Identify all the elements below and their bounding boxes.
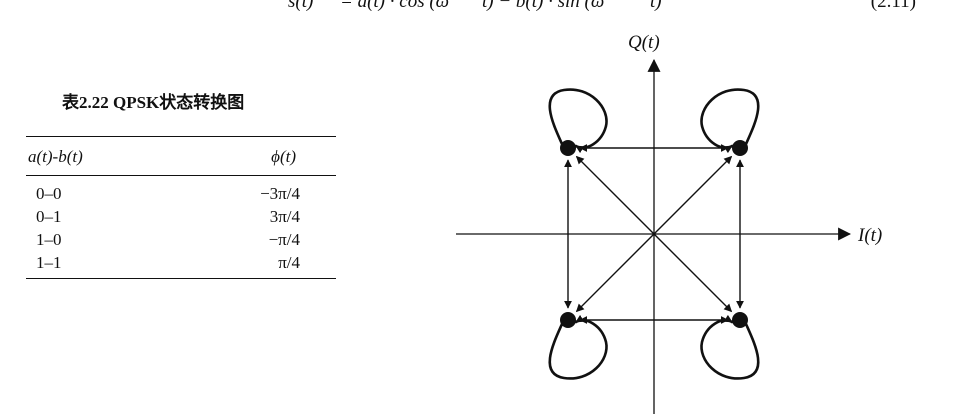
self-loop-arrow (700, 88, 760, 154)
self-loop-group (700, 314, 760, 380)
constellation-point (560, 140, 576, 156)
table-cell-phase: 3π/4 (269, 207, 300, 226)
constellation-point (560, 312, 576, 328)
self-loop-group (548, 88, 608, 154)
constellation-point (732, 312, 748, 328)
equation-line-cropped: s(t) = a(t) · cos (ω t) − b(t) · sin (ω … (0, 0, 961, 11)
table-cell-bits: 1–0 (36, 230, 62, 249)
table-row: 1–1 π/4 (26, 251, 336, 274)
table-cell-phase: −3π/4 (260, 184, 300, 203)
constellation-point (732, 140, 748, 156)
equation-fragment: s(t) (288, 0, 314, 11)
equation-number: (2.11) (870, 0, 916, 11)
self-loop-group (700, 88, 760, 154)
table-cell-bits: 0–0 (36, 184, 62, 203)
self-loop-arrow (700, 314, 760, 380)
table-cell-phase: π/4 (278, 253, 300, 272)
table-row: 1–0 −π/4 (26, 228, 336, 251)
equation-fragment: t) − b(t) · sin (ω (482, 0, 605, 11)
table-header-row: a(t)-b(t) ϕ(t) (26, 137, 336, 175)
self-loop-group (548, 314, 608, 380)
i-axis-label: I(t) (857, 225, 882, 246)
table-title: 表2.22 QPSK状态转换图 (62, 93, 245, 112)
q-axis-label: Q(t) (628, 32, 660, 53)
self-loop-arrow (548, 88, 608, 154)
table-row: 0–0 −3π/4 (26, 182, 336, 205)
transition-arrow (575, 155, 733, 313)
table-row: 0–1 3π/4 (26, 205, 336, 228)
table-body: 0–0 −3π/4 0–1 3π/4 1–0 −π/4 1–1 π/4 (26, 176, 336, 278)
header-bits: a(t)-b(t) (28, 147, 83, 166)
equation-fragment: = a(t) · cos (ω (340, 0, 450, 11)
table-header-rule (26, 175, 336, 176)
equation-fragment: t) (650, 0, 662, 11)
self-loop-arrow (548, 314, 608, 380)
table-cell-bits: 0–1 (36, 207, 62, 226)
qpsk-transition-diagram: Q(t) I(t) (456, 32, 882, 414)
phase-table: a(t)-b(t) ϕ(t) 0–0 −3π/4 0–1 3π/4 1–0 −π… (26, 136, 336, 279)
table-top-rule (26, 136, 336, 137)
header-phase: ϕ(t) (271, 147, 296, 166)
table-cell-phase: −π/4 (268, 230, 300, 249)
table-cell-bits: 1–1 (36, 253, 62, 272)
table-bottom-rule (26, 278, 336, 279)
